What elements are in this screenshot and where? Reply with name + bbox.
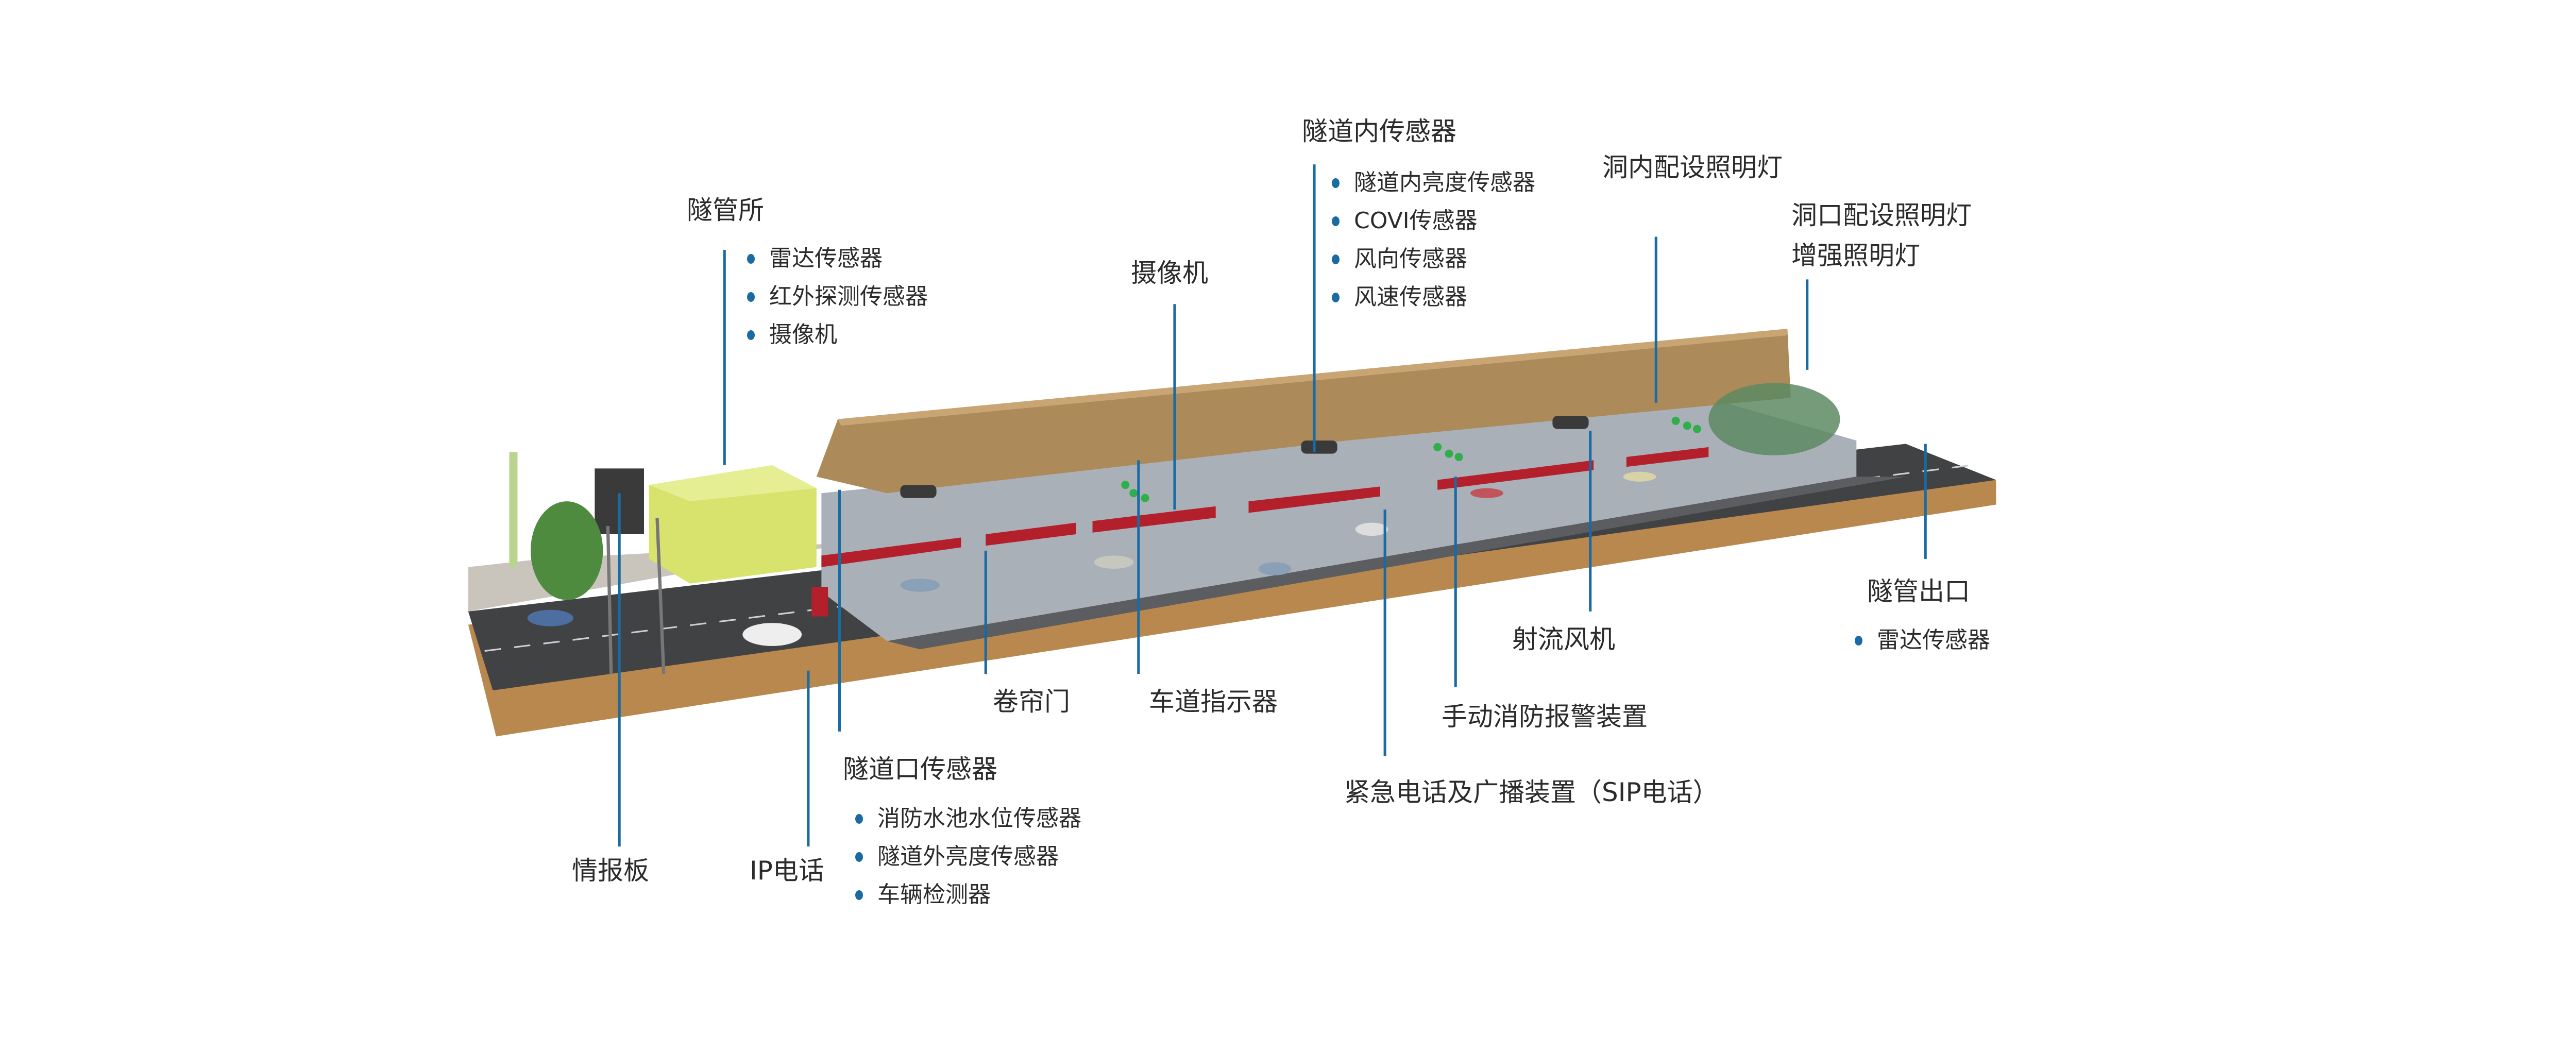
manual-fire-alarm-label: 手动消防报警装置 (1442, 702, 1648, 732)
lane-indicator-lights (1121, 416, 1701, 502)
signpost (509, 452, 518, 567)
camera-label: 摄像机 (1131, 258, 1208, 288)
tunnel-station-list: 雷达传感器 红外探测传感器 摄像机 (747, 240, 928, 354)
tree (530, 501, 603, 600)
tunnel-exit-label: 隧管出口 (1867, 576, 1970, 606)
bullet-icon (855, 852, 863, 862)
tunnel-floor (887, 477, 1906, 650)
list-item: 摄像机 (747, 316, 928, 354)
tunnel-exit-list: 雷达传感器 (1855, 621, 1990, 659)
portal-sensors-list: 消防水池水位传感器 隧道外亮度传感器 车辆检测器 (855, 800, 1081, 914)
list-item: 雷达传感器 (747, 240, 928, 278)
bullet-icon (1332, 178, 1340, 188)
portal-sensors-label: 隧道口传感器 (843, 754, 997, 784)
bullet-icon (747, 330, 755, 340)
list-item: 风向传感器 (1332, 240, 1535, 278)
list-item: 风速传感器 (1332, 278, 1535, 316)
vehicles (527, 471, 1656, 646)
ground-edge (468, 480, 1996, 737)
list-item: 隧道内亮度传感器 (1332, 164, 1535, 202)
list-item: COVI传感器 (1332, 202, 1535, 240)
jet-fan-label: 射流风机 (1512, 624, 1615, 654)
info-board-label: 情报板 (572, 856, 649, 886)
enhanced-lighting-label: 增强照明灯 (1791, 241, 1920, 270)
list-item: 雷达传感器 (1855, 621, 1990, 659)
inner-lighting-label: 洞内配设照明灯 (1602, 152, 1783, 182)
list-item: 隧道外亮度传感器 (855, 838, 1081, 876)
bullet-icon (1855, 635, 1862, 646)
jet-fans (900, 416, 1589, 498)
roller-door-label: 卷帘门 (993, 687, 1070, 717)
bullet-icon (1332, 216, 1340, 226)
bullet-icon (747, 253, 755, 264)
barriers (821, 447, 1709, 567)
portal-greenery (1708, 383, 1840, 455)
earth-cover (816, 329, 1791, 494)
list-item: 车辆检测器 (855, 876, 1081, 914)
inner-sensors-list: 隧道内亮度传感器 COVI传感器 风向传感器 风速传感器 (1332, 164, 1535, 316)
list-item: 红外探测传感器 (747, 278, 928, 316)
ip-phone-box (811, 587, 828, 617)
ip-phone-label: IP电话 (750, 856, 824, 886)
emergency-phone-label: 紧急电话及广播装置（SIP电话） (1344, 777, 1719, 807)
portal-lighting-label: 洞口配设照明灯 (1791, 200, 1972, 230)
lane-indicator-label: 车道指示器 (1149, 687, 1278, 717)
bullet-icon (1332, 254, 1340, 264)
tunnel-station-label: 隧管所 (687, 195, 764, 225)
bullet-icon (855, 813, 863, 824)
bullet-icon (1332, 292, 1340, 302)
tunnel-wall (821, 402, 1857, 641)
bullet-icon (855, 890, 863, 900)
bullet-icon (747, 292, 755, 302)
inner-sensors-label: 隧道内传感器 (1302, 116, 1456, 146)
leader-lines (618, 164, 1927, 847)
list-item: 消防水池水位传感器 (855, 800, 1081, 838)
